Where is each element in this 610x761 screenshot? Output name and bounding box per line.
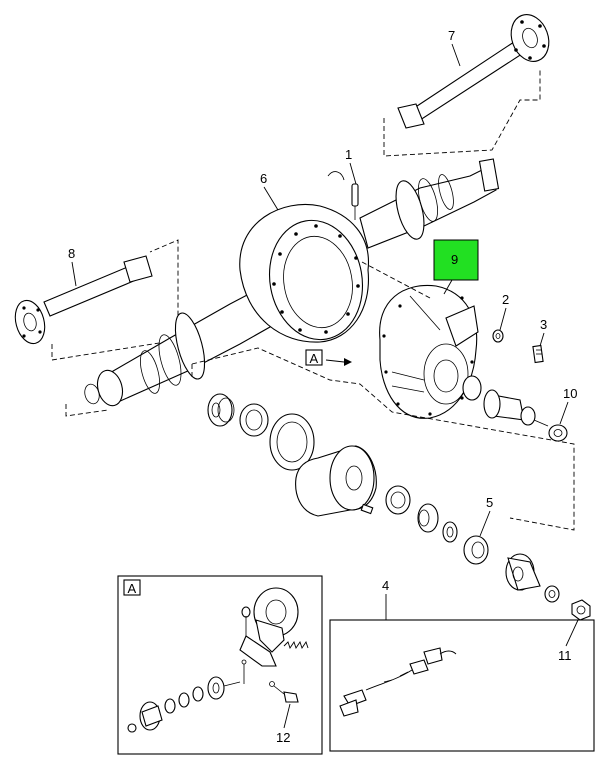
inset-a-label: A	[128, 581, 137, 596]
callout-5[interactable]: 5	[479, 495, 493, 537]
callout-6[interactable]: 6	[260, 171, 279, 211]
side-bearing-right[interactable]	[417, 503, 439, 533]
inset-nut[interactable]	[127, 723, 137, 733]
callout-4[interactable]: 4	[382, 578, 389, 620]
view-a-marker: A	[305, 349, 352, 366]
side-bearing-left[interactable]	[207, 393, 235, 427]
inset-shift-fork[interactable]	[239, 606, 277, 667]
view-a-label: A	[310, 351, 319, 366]
wiring-harness[interactable]	[339, 647, 457, 717]
callout-2[interactable]: 2	[499, 292, 509, 331]
carrier-bolt[interactable]	[532, 344, 544, 364]
callout-7-label: 7	[448, 28, 455, 43]
inset-view-a: A	[117, 575, 323, 755]
shim-ring[interactable]	[269, 413, 315, 471]
callout-12[interactable]: 12	[276, 703, 290, 745]
callout-5-label: 5	[486, 495, 493, 510]
pinion-nut[interactable]	[571, 599, 591, 621]
callout-3[interactable]: 3	[539, 317, 547, 347]
washer[interactable]	[492, 329, 504, 343]
inset-gear[interactable]	[207, 676, 241, 700]
differential-carrier[interactable]	[379, 284, 479, 419]
callout-11-label: 11	[558, 648, 572, 663]
inset-spring[interactable]	[283, 640, 309, 650]
bearing-cup-left[interactable]	[239, 403, 269, 437]
callout-8-label: 8	[68, 246, 75, 261]
callout-3-label: 3	[540, 317, 547, 332]
axle-housing[interactable]	[83, 158, 500, 408]
bearing-race[interactable]	[442, 521, 458, 543]
callout-9[interactable]: 9	[443, 252, 458, 295]
pinion-assembly[interactable]	[462, 375, 549, 427]
callout-7[interactable]: 7	[448, 28, 461, 67]
pinion-seal[interactable]	[463, 535, 489, 565]
callout-12-label: 12	[276, 730, 290, 745]
ring-gear[interactable]	[295, 445, 377, 517]
callout-9-label: 9	[451, 252, 458, 267]
callout-10-label: 10	[563, 386, 577, 401]
bearing-cup-right[interactable]	[385, 485, 411, 515]
callout-4-label: 4	[382, 578, 389, 593]
inset-locking-gear[interactable]	[253, 587, 299, 653]
flange-washer[interactable]	[544, 585, 560, 603]
highlight-box	[433, 239, 479, 281]
callout-8[interactable]: 8	[68, 246, 77, 287]
callout-1[interactable]: 1	[345, 147, 357, 185]
callout-2-label: 2	[502, 292, 509, 307]
inset-side-gear[interactable]	[139, 701, 163, 731]
wiring-harness-box	[329, 619, 595, 752]
inset-sensor[interactable]	[269, 681, 299, 703]
callout-11[interactable]: 11	[558, 619, 579, 663]
callout-10[interactable]: 10	[559, 386, 577, 425]
callout-1-label: 1	[345, 147, 352, 162]
axle-shaft-right[interactable]	[397, 9, 555, 129]
inset-pin[interactable]	[241, 659, 247, 684]
callout-6-label: 6	[260, 171, 267, 186]
breather-fitting[interactable]	[327, 171, 359, 220]
axle-shaft-left[interactable]	[11, 255, 153, 347]
case-bolt[interactable]	[360, 503, 374, 515]
pinion-washer[interactable]	[548, 424, 568, 442]
companion-flange[interactable]	[505, 553, 541, 591]
inset-washer-stack[interactable]	[164, 686, 204, 714]
arrow-right-icon	[344, 358, 352, 366]
